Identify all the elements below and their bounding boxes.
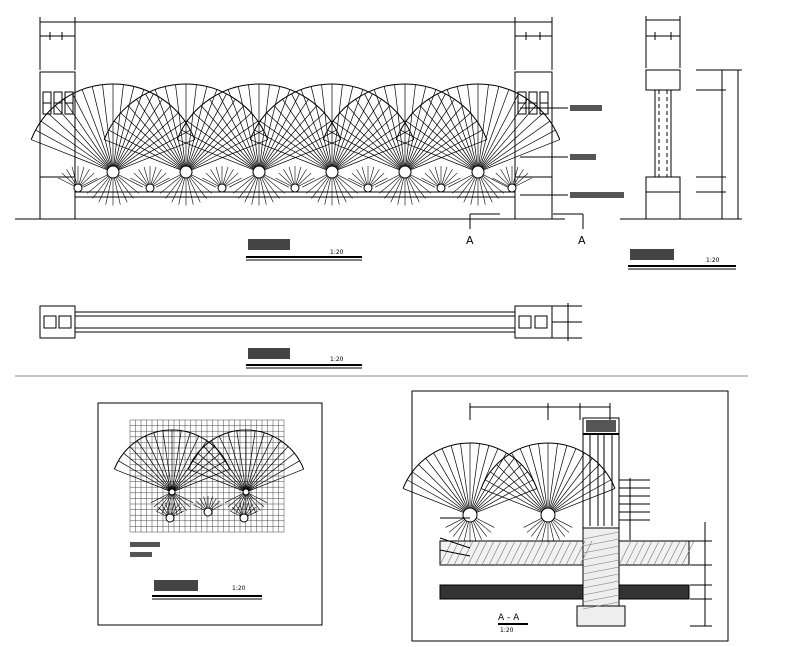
small-fan-motif: [58, 166, 98, 193]
right-pillar: [514, 71, 553, 220]
ball-ornament: [398, 165, 412, 179]
small-fan-motif: [275, 166, 315, 193]
small-fan-motif: [193, 496, 223, 517]
ball-ornament: [106, 165, 120, 179]
section-mark-left: A: [466, 234, 474, 247]
small-fan-motif: [492, 166, 532, 193]
ball-ornament: [290, 183, 300, 193]
ball-ornament: [165, 513, 175, 523]
fan-motif: [176, 83, 342, 206]
wall-plinth: [74, 191, 516, 220]
fan-motif: [322, 83, 488, 206]
ball-ornament: [507, 183, 517, 193]
small-fan-motif: [421, 166, 461, 193]
fan-motif: [480, 442, 616, 543]
small-fan-motif: [130, 166, 170, 193]
ball-ornament: [145, 183, 155, 193]
ball-ornament: [252, 165, 266, 179]
small-fan-motif: [229, 502, 259, 523]
ball-ornament: [242, 488, 250, 496]
fan-motif: [402, 442, 538, 543]
ball-ornament: [540, 507, 556, 523]
fan-motif: [187, 429, 305, 516]
scale-label-side: 1:20: [706, 257, 720, 264]
ball-ornament: [462, 507, 478, 523]
front-elevation-view: [15, 17, 624, 261]
fan-motif: [249, 83, 415, 206]
section-mark-right: A: [578, 234, 586, 247]
scale-label-front: 1:20: [330, 249, 344, 256]
fan-motif: [395, 83, 561, 206]
ball-ornament: [168, 488, 176, 496]
small-fan-motif: [155, 502, 185, 523]
fan-railing-pattern: [30, 83, 561, 206]
small-fan-motif: [202, 166, 242, 193]
small-fan-motif: [348, 166, 388, 193]
pattern-grid-detail: [97, 402, 323, 626]
fan-motif: [103, 83, 269, 206]
section-title: A - A: [498, 613, 520, 623]
gravel-layer: [439, 584, 584, 600]
section-a-a-view: [402, 390, 729, 642]
fan-motif: [30, 83, 196, 206]
fan-motif: [113, 429, 231, 516]
scale-label-grid: 1:20: [232, 585, 246, 592]
ball-ornament: [203, 507, 213, 517]
ball-ornament: [471, 165, 485, 179]
ball-ornament: [239, 513, 249, 523]
ball-ornament: [325, 165, 339, 179]
scale-label-section: 1:20: [500, 627, 514, 634]
ball-ornament: [436, 183, 446, 193]
ball-ornament: [73, 183, 83, 193]
ball-ornament: [217, 183, 227, 193]
side-elevation-view: [620, 16, 742, 270]
scale-label-plan: 1:20: [330, 356, 344, 363]
plan-view: [39, 303, 582, 369]
ball-ornament: [363, 183, 373, 193]
ball-ornament: [179, 165, 193, 179]
